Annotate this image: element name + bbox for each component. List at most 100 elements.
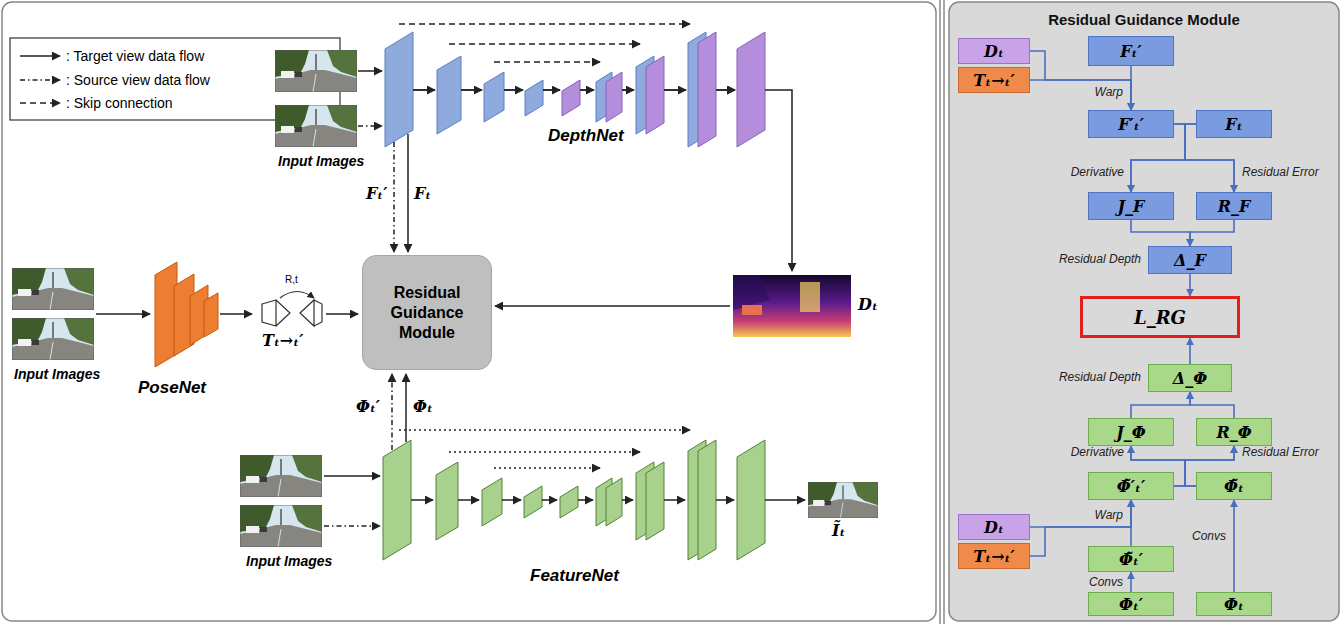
- data-flow-arrow: [580, 89, 594, 91]
- image-symbol: Ĩₜ: [832, 522, 845, 540]
- camera-pose-icon: [280, 292, 314, 299]
- feature-box: Φ̃ₜ′: [1088, 546, 1174, 572]
- box-text: J_Φ: [1116, 423, 1146, 442]
- legend-box: [20, 102, 60, 104]
- box-text: Φ̃ₜ: [1224, 477, 1244, 496]
- depth-symbol: Dₜ: [858, 296, 878, 314]
- panel-frame: [2, 2, 936, 621]
- depth-box: Dₜ: [958, 38, 1030, 64]
- pose-box: Tₜ→ₜ′: [958, 543, 1030, 569]
- data-flow-arrow: [411, 499, 433, 501]
- loss-box: L_RG: [1080, 296, 1240, 338]
- flow-arrow: [1131, 392, 1190, 418]
- box-text: R_Φ: [1216, 423, 1251, 442]
- featurenet-layer: [606, 478, 622, 526]
- box-text: Fₜ: [1225, 115, 1242, 134]
- edge-label: Warp: [1093, 509, 1125, 523]
- legend-box: [20, 55, 60, 57]
- data-flow-arrow: [494, 61, 600, 63]
- data-flow-arrow: [449, 43, 640, 45]
- box-text: F′ₜ′: [1118, 115, 1144, 134]
- data-flow-arrow: [542, 499, 557, 501]
- residual-depth-box: Δ_Φ: [1148, 364, 1232, 392]
- data-flow-arrow: [96, 24, 805, 526]
- data-flow-arrow: [495, 305, 730, 307]
- depth-map: [733, 275, 770, 310]
- module-box: Residual Guidance Module: [362, 255, 492, 370]
- edge-label: Convs: [1087, 576, 1125, 590]
- data-flow-arrow: [543, 89, 560, 91]
- depth-map: [733, 275, 851, 337]
- box-text: Fₜ′: [1120, 42, 1142, 61]
- flow-arrow: [1189, 338, 1191, 364]
- caption-text: Input Images: [246, 553, 332, 569]
- box-text: Φₜ′: [1119, 595, 1143, 614]
- depth-box: Dₜ: [958, 514, 1030, 540]
- featurenet-layer: [383, 440, 411, 560]
- network-name: PoseNet: [138, 378, 206, 398]
- residual-box: R_F: [1196, 192, 1272, 220]
- feature-symbol: Φₜ: [413, 398, 433, 416]
- box-text: Φ̃ₜ′: [1119, 550, 1143, 569]
- box-text: L_RG: [1134, 307, 1186, 328]
- edge-label: Warp: [1093, 86, 1125, 100]
- flow-arrow: [1233, 500, 1235, 592]
- data-flow-arrow: [324, 525, 380, 527]
- input-image: [808, 482, 878, 518]
- edge-label: Residual Error: [1240, 446, 1321, 460]
- depthnet-layer: [437, 56, 461, 134]
- input-image: [275, 105, 357, 147]
- featurenet-layer: [524, 486, 542, 518]
- featurenet-layer: [646, 462, 664, 540]
- edge-label: Derivative: [1069, 166, 1126, 180]
- box-text: Φₜ: [1224, 595, 1244, 614]
- feature-box: Fₜ′: [1088, 36, 1174, 66]
- module-panel: Residual Guidance ModuleDₜTₜ→ₜ′Fₜ′F′ₜ′Fₜ…: [949, 3, 1339, 620]
- jacobian-box: J_Φ: [1088, 418, 1174, 446]
- data-flow-arrow: [716, 499, 734, 501]
- data-flow-arrow: [324, 475, 380, 477]
- box-text: Residual Guidance Module: [371, 283, 483, 343]
- depth-map: [742, 305, 762, 315]
- box-text: Residual Guidance Module: [949, 3, 1339, 28]
- residual-depth-box: Δ_F: [1148, 246, 1232, 274]
- data-flow-arrow: [393, 142, 395, 252]
- flow-arrow: [1189, 274, 1191, 296]
- box-text: Tₜ→ₜ′: [973, 547, 1014, 566]
- posenet-layer: [155, 262, 218, 367]
- edge-label: Residual Depth: [1057, 371, 1143, 385]
- panel-frame: [949, 2, 1339, 621]
- network-name: DepthNet: [548, 126, 624, 146]
- feature-box: Φₜ′: [1088, 592, 1174, 616]
- feature-box: Fₜ: [1196, 110, 1272, 138]
- data-flow-arrow: [407, 134, 409, 252]
- data-flow-arrow: [504, 89, 523, 91]
- data-flow-arrow: [716, 89, 735, 91]
- pose-box: Tₜ→ₜ′: [958, 67, 1030, 93]
- input-image: [240, 455, 322, 497]
- network-name: FeatureNet: [530, 566, 619, 586]
- data-flow-arrow: [326, 313, 358, 315]
- featurenet-layer: [436, 462, 458, 540]
- data-flow-arrow: [399, 429, 690, 431]
- flow-arrow: [1190, 220, 1234, 246]
- data-flow-arrow: [765, 90, 792, 271]
- jacobian-box: J_F: [1088, 192, 1174, 220]
- input-image: [12, 268, 94, 310]
- depthnet-layer: [562, 80, 580, 116]
- input-image: [240, 505, 322, 547]
- depthnet-layer: [385, 32, 413, 147]
- box-text: Dₜ: [984, 42, 1004, 61]
- panel-frame: [939, 0, 941, 624]
- featurenet-layer: [698, 440, 716, 560]
- feature-symbol: Φₜ′: [356, 398, 380, 416]
- data-flow-arrow: [622, 499, 633, 501]
- data-flow-arrow: [622, 89, 634, 91]
- feature-symbol: Fₜ: [414, 185, 431, 203]
- feature-box: Φ̃′ₜ′: [1088, 472, 1174, 500]
- camera-pose-icon: [300, 300, 322, 326]
- flow-arrow: [1030, 500, 1131, 527]
- data-flow-arrow: [96, 313, 150, 315]
